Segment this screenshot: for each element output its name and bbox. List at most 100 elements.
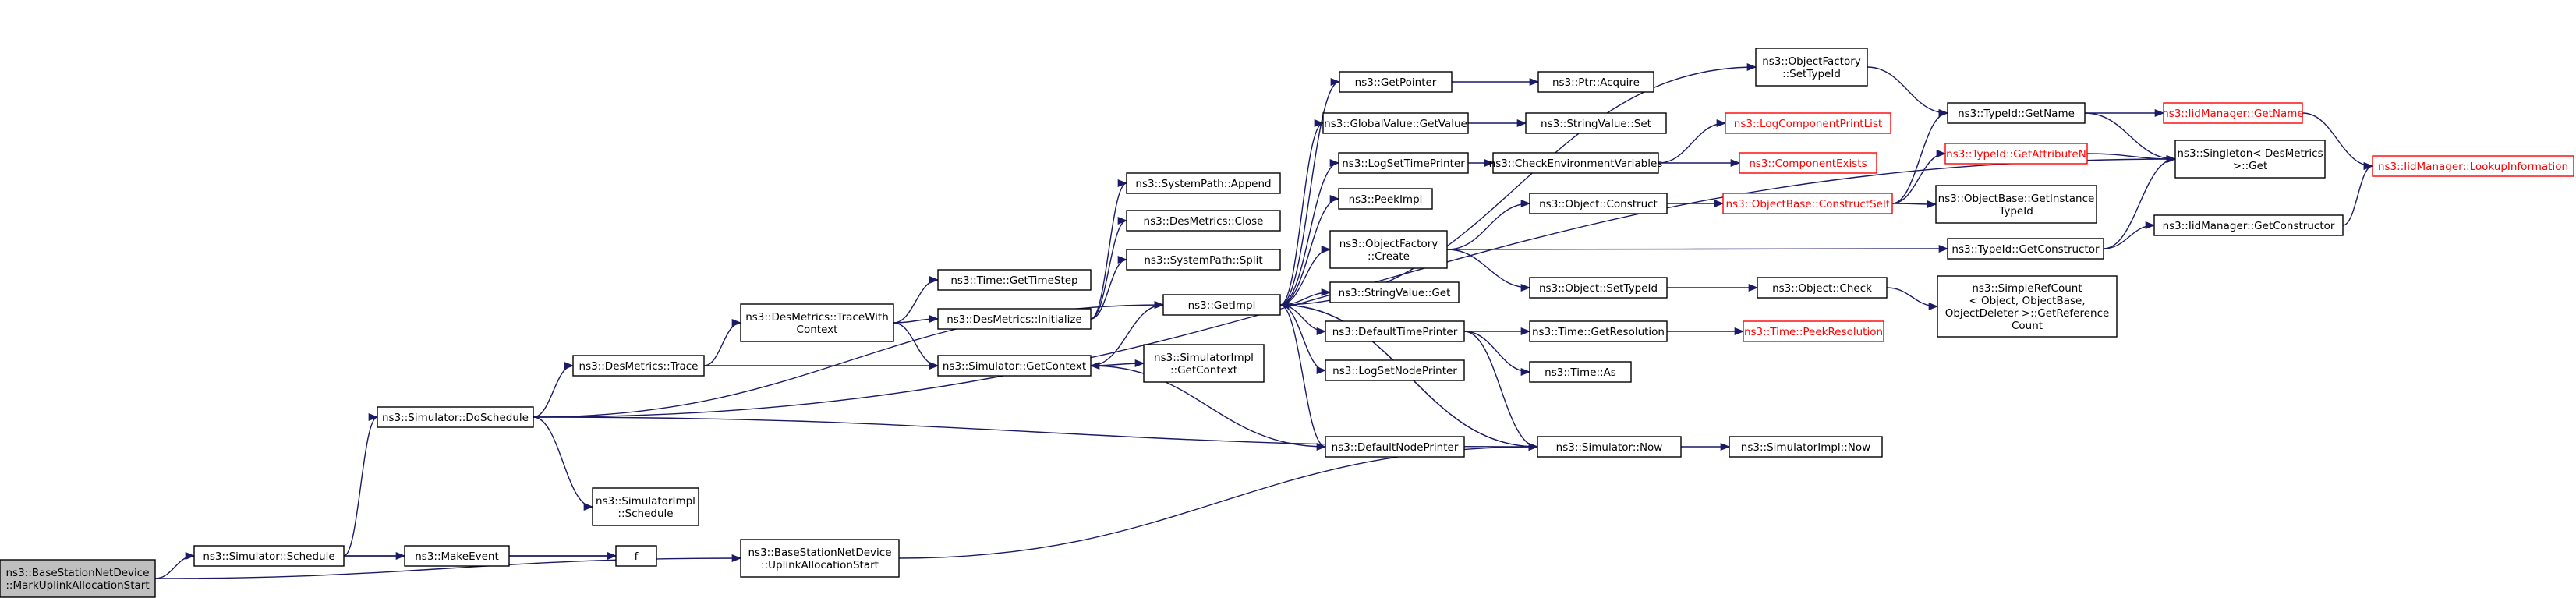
- node-obconstructself[interactable]: ns3::ObjectBase::ConstructSelf: [1722, 193, 1893, 214]
- node-box: [937, 355, 1092, 377]
- node-label: ns3::Time::GetTimeStep: [950, 274, 1077, 287]
- node-box: [1935, 185, 2097, 224]
- node-box: [1338, 188, 1433, 210]
- node-getcontext[interactable]: ns3::Simulator::GetContext: [937, 355, 1092, 377]
- edge-defnodeprinter-to-getcontext: [1089, 361, 1326, 448]
- node-box: [1126, 249, 1281, 271]
- node-defnodeprinter[interactable]: ns3::DefaultNodePrinter: [1325, 436, 1465, 458]
- edge-getimpl-to-peekimpl: [1279, 195, 1340, 306]
- node-dmtrace[interactable]: ns3::DesMetrics::Trace: [572, 355, 705, 377]
- node-dmclose[interactable]: ns3::DesMetrics::Close: [1126, 210, 1281, 232]
- node-label: ns3::SystemPath::Append: [1135, 178, 1271, 190]
- node-box: [1162, 294, 1281, 316]
- node-label: ns3::IidManager::GetName: [2162, 108, 2304, 120]
- node-logsetnode[interactable]: ns3::LogSetNodePrinter: [1325, 359, 1465, 381]
- node-dminit[interactable]: ns3::DesMetrics::Initialize: [937, 308, 1092, 330]
- node-label: ns3::GetImpl: [1188, 299, 1256, 312]
- node-label: ns3::Simulator::DoSchedule: [382, 412, 529, 424]
- edge-dmtracewith-to-dminit: [893, 314, 939, 324]
- node-label: ns3::Ptr::Acquire: [1552, 76, 1640, 89]
- node-uplinkalloc[interactable]: ns3::BaseStationNetDevice::UplinkAllocat…: [740, 539, 900, 578]
- node-logsettime[interactable]: ns3::LogSetTimePrinter: [1338, 152, 1469, 174]
- node-box: [1937, 275, 2118, 338]
- node-box: [1126, 210, 1281, 232]
- node-root[interactable]: ns3::BaseStationNetDevice::MarkUplinkAll…: [0, 559, 156, 598]
- node-box: [2153, 214, 2344, 236]
- node-box: [1338, 152, 1469, 174]
- node-label: ns3::LogSetTimePrinter: [1342, 157, 1465, 170]
- node-iidlookup[interactable]: ns3::IidManager::LookupInformation: [2372, 155, 2574, 177]
- node-checkenv[interactable]: ns3::CheckEnvironmentVariables: [1489, 152, 1663, 174]
- node-getpointer[interactable]: ns3::GetPointer: [1339, 71, 1453, 93]
- node-box: [1739, 152, 1877, 174]
- node-gvgetvalue[interactable]: ns3::GlobalValue::GetValue: [1322, 112, 1469, 134]
- node-objconstruct[interactable]: ns3::Object::Construct: [1529, 193, 1668, 214]
- node-simplerefcount[interactable]: ns3::SimpleRefCount< Object, ObjectBase,…: [1937, 275, 2118, 338]
- node-implschedule[interactable]: ns3::SimulatorImpl::Schedule: [592, 487, 699, 526]
- node-makeevent[interactable]: ns3::MakeEvent: [404, 545, 510, 567]
- node-deftimeprinter[interactable]: ns3::DefaultTimePrinter: [1325, 320, 1465, 342]
- node-timeas[interactable]: ns3::Time::As: [1529, 361, 1632, 383]
- node-getimpl[interactable]: ns3::GetImpl: [1162, 294, 1281, 316]
- node-label: ns3::Time::GetResolution: [1532, 326, 1665, 338]
- node-iidgetname[interactable]: ns3::IidManager::GetName: [2162, 102, 2304, 124]
- node-box: [1537, 71, 1654, 93]
- node-box: [1529, 361, 1632, 383]
- node-timegetres[interactable]: ns3::Time::GetResolution: [1529, 320, 1668, 342]
- edge-schedule-to-doschedule: [343, 413, 379, 557]
- node-objsettypeid[interactable]: ns3::Object::SetTypeId: [1529, 277, 1668, 299]
- edge-typeidgetctor-to-iidgetctor: [2103, 221, 2156, 249]
- node-f[interactable]: f: [615, 545, 657, 567]
- node-label: ns3::SimulatorImpl::Now: [1741, 441, 1870, 454]
- node-simnow[interactable]: ns3::Simulator::Now: [1537, 436, 1682, 458]
- edge-dmtracewith-to-getcontext: [893, 322, 939, 370]
- edge-getcontext-to-getimpl: [1090, 300, 1165, 366]
- edge-dmtracewith-to-timegetstep: [893, 275, 939, 324]
- node-ofsettypeid[interactable]: ns3::ObjectFactory::SetTypeId: [1755, 48, 1868, 87]
- node-box: [1947, 238, 2104, 260]
- node-box: [937, 269, 1092, 291]
- node-label: ns3::SystemPath::Split: [1144, 254, 1262, 267]
- node-timepeekres[interactable]: ns3::Time::PeekResolution: [1743, 320, 1884, 342]
- node-box: [1722, 193, 1893, 214]
- node-box: [1944, 143, 2088, 165]
- node-singleton[interactable]: ns3::Singleton< DesMetrics>::Get: [2174, 140, 2326, 179]
- node-label: ns3::TypeId::GetName: [1958, 108, 2075, 120]
- node-box: [1329, 230, 1448, 269]
- node-label: Count: [2012, 320, 2043, 332]
- node-typeidgetctor[interactable]: ns3::TypeId::GetConstructor: [1947, 238, 2104, 260]
- node-label: ns3::Simulator::GetContext: [943, 360, 1086, 373]
- node-implnow[interactable]: ns3::SimulatorImpl::Now: [1729, 436, 1883, 458]
- node-label: ns3::SimpleRefCount: [1972, 282, 2082, 295]
- node-ofcreate[interactable]: ns3::ObjectFactory::Create: [1329, 230, 1448, 269]
- node-box: [1743, 320, 1884, 342]
- node-logcomplist[interactable]: ns3::LogComponentPrintList: [1725, 112, 1891, 134]
- node-spsplit[interactable]: ns3::SystemPath::Split: [1126, 249, 1281, 271]
- node-label: ns3::LogComponentPrintList: [1734, 118, 1882, 130]
- node-objcheck[interactable]: ns3::Object::Check: [1757, 277, 1888, 299]
- node-timegetstep[interactable]: ns3::Time::GetTimeStep: [937, 269, 1092, 291]
- node-ptracquire[interactable]: ns3::Ptr::Acquire: [1537, 71, 1654, 93]
- node-peekimpl[interactable]: ns3::PeekImpl: [1338, 188, 1433, 210]
- node-compexists[interactable]: ns3::ComponentExists: [1739, 152, 1877, 174]
- node-label: ObjectDeleter >::GetReference: [1945, 307, 2110, 320]
- node-box: [404, 545, 510, 567]
- node-doschedule[interactable]: ns3::Simulator::DoSchedule: [377, 406, 534, 428]
- node-label: ns3::LogSetNodePrinter: [1332, 365, 1457, 377]
- node-svget[interactable]: ns3::StringValue::Get: [1329, 281, 1460, 303]
- node-box: [1947, 102, 2086, 124]
- node-iidgetctor[interactable]: ns3::IidManager::GetConstructor: [2153, 214, 2344, 236]
- node-label: >::Get: [2233, 160, 2267, 172]
- node-spappend[interactable]: ns3::SystemPath::Append: [1126, 172, 1281, 194]
- node-implgetcontext[interactable]: ns3::SimulatorImpl::GetContext: [1143, 344, 1265, 383]
- edge-getimpl-to-getpointer: [1279, 78, 1341, 306]
- edge-objcheck-to-simplerefcount: [1886, 287, 1939, 311]
- node-label: ns3::TypeId::GetConstructor: [1951, 243, 2100, 256]
- node-typeidgetattr[interactable]: ns3::TypeId::GetAttributeN: [1944, 143, 2088, 165]
- node-typeidgetname[interactable]: ns3::TypeId::GetName: [1947, 102, 2086, 124]
- node-schedule[interactable]: ns3::Simulator::Schedule: [193, 545, 345, 567]
- node-svset[interactable]: ns3::StringValue::Set: [1525, 112, 1667, 134]
